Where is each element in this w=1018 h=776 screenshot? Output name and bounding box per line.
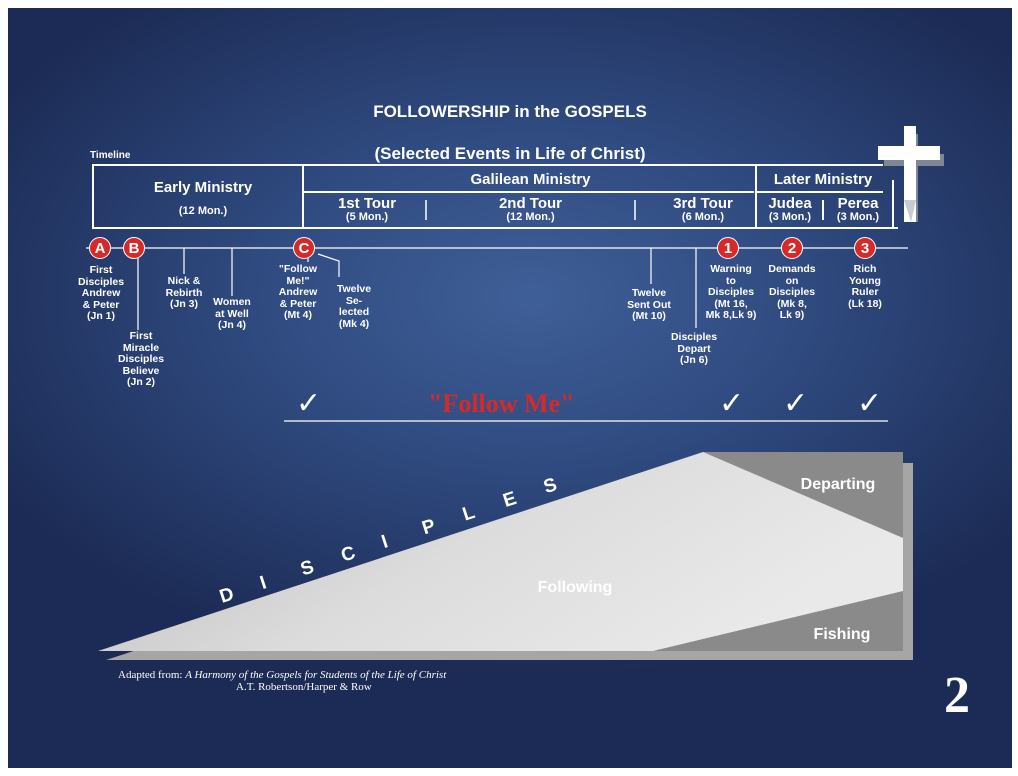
page-number: 2 [944,667,970,724]
credit-prefix: Adapted from: [118,669,186,681]
event-women-at-well: Women at Well (Jn 4) [213,296,251,331]
check-icon-2: ✓ [783,386,809,421]
disciples-letter: D [217,584,237,608]
marker-2: 2 [781,237,803,259]
disciples-letter: L [460,502,478,526]
title-line-2: (Selected Events in Life of Christ) [374,144,646,163]
tour1-label: 1st Tour [337,195,397,212]
fishing-label: Fishing [814,626,871,643]
event-twelve-selected: Twelve Se- lected (Mk 4) [336,283,372,330]
marker-a: A [89,237,111,259]
event-demands: Demands on Disciples (Mk 8, Lk 9) [768,263,816,321]
judea-duration: (3 Mon.) [768,211,812,223]
timeline-label: Timeline [90,150,131,161]
event-nick-rebirth: Nick & Rebirth (Jn 3) [165,275,203,310]
credit-book: A Harmony of the Gospels for Students of… [185,669,447,681]
galilean-ministry-label: Galilean Ministry [470,171,591,188]
perea-duration: (3 Mon.) [836,211,880,223]
perea-label: Perea [837,195,879,212]
disciples-letter: I [258,572,270,594]
check-icon-c: ✓ [296,386,322,421]
follow-me-banner: "Follow Me" [428,389,575,418]
wedge-departing [703,452,903,538]
slide: FOLLOWERSHIP in the GOSPELS (Selected Ev… [8,8,1012,768]
disciples-letter: S [541,474,560,498]
judea-label: Judea [768,195,812,212]
tour3-duration: (6 Mon.) [681,211,725,223]
cross-icon [878,126,944,222]
tour2-duration: (12 Mon.) [506,211,555,223]
timeline-lines [86,126,944,422]
check-icon-3: ✓ [857,386,883,421]
disciples-letter: I [379,531,391,553]
marker-1: 1 [717,237,739,259]
event-twelve-sent-out: Twelve Sent Out (Mt 10) [627,287,671,322]
following-label: Following [538,579,613,596]
event-warning: Warning to Disciples (Mt 16, Mk 8,Lk 9) [705,263,757,321]
disciples-letter: S [298,556,317,580]
early-ministry-label: Early Ministry [153,179,253,196]
disciples-letter: C [339,542,359,566]
slide-title: FOLLOWERSHIP in the GOSPELS (Selected Ev… [8,80,1012,185]
marker-b: B [123,237,145,259]
tour1-duration: (5 Mon.) [345,211,389,223]
departing-label: Departing [801,476,876,493]
wedge-following [98,452,903,651]
credit-line-1: Adapted from: A Harmony of the Gospels f… [118,670,446,681]
credit-author: A.T. Robertson/Harper & Row [236,681,372,693]
title-line-1: FOLLOWERSHIP in the GOSPELS [373,102,647,121]
wedge-fishing [653,591,903,651]
disciples-letter: P [420,515,439,539]
event-first-disciples: First Disciples Andrew & Peter (Jn 1) [77,264,125,322]
stem-twelve-selected [317,253,340,277]
check-icon-1: ✓ [719,386,745,421]
marker-c: C [293,237,315,259]
tour3-label: 3rd Tour [673,195,733,212]
event-disciples-depart: Disciples Depart (Jn 6) [670,331,718,366]
event-rich-young-ruler: Rich Young Ruler (Lk 18) [848,263,882,310]
tour2-label: 2nd Tour [498,195,563,212]
marker-3: 3 [854,237,876,259]
later-ministry-label: Later Ministry [773,171,873,188]
event-first-miracle: First Miracle Disciples Believe (Jn 2) [117,330,165,388]
early-ministry-duration: (12 Mon.) [178,205,228,217]
event-follow-me: "Follow Me!" Andrew & Peter (Mt 4) [278,263,318,321]
disciples-letter: E [501,488,520,512]
